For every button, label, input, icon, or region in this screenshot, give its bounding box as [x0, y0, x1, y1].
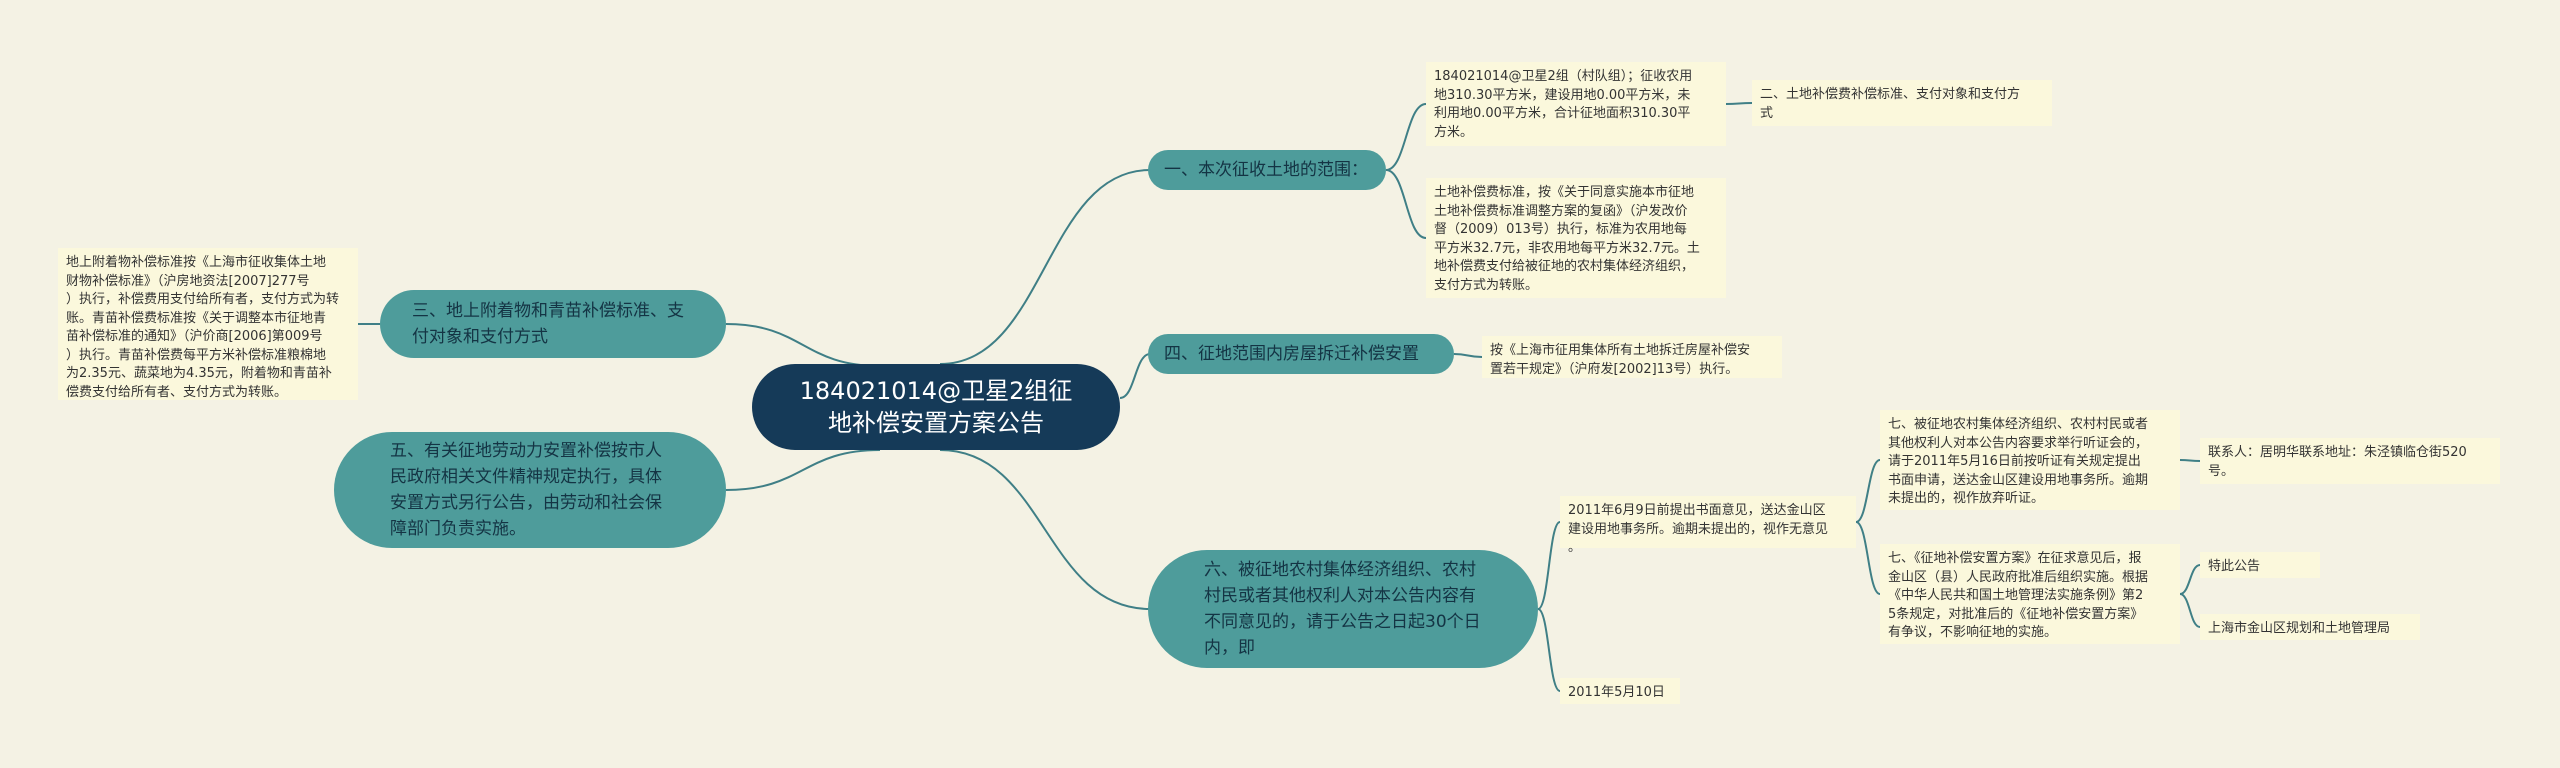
branch-land-scope-label: 一、本次征收土地的范围：	[1164, 160, 1368, 180]
leaf-notice-date[interactable]: 2011年5月10日	[1560, 678, 1680, 704]
branch-attachments-compensation[interactable]: 三、地上附着物和青苗补偿标准、支付对象和支付方式	[380, 290, 726, 358]
branch-labor-resettlement[interactable]: 五、有关征地劳动力安置补偿按市人民政府相关文件精神规定执行，具体安置方式另行公告…	[334, 432, 726, 548]
link-root-five	[725, 449, 881, 491]
link-six-date	[1537, 608, 1561, 692]
link-root-three	[725, 323, 881, 367]
link-scope-sec2	[1725, 102, 1753, 105]
link-four-housing	[1453, 353, 1483, 358]
link-root-one	[939, 169, 1151, 365]
link-one-scope	[1385, 103, 1427, 171]
link-sevenb-special	[2179, 564, 2201, 595]
leaf-contact[interactable]: 联系人：居明华联系地址：朱泾镇临仓街520 号。	[2200, 438, 2500, 484]
branch-housing-relocation[interactable]: 四、征地范围内房屋拆迁补偿安置	[1148, 334, 1454, 374]
link-seven-contact	[2179, 459, 2201, 462]
branch-housing-label: 四、征地范围内房屋拆迁补偿安置	[1164, 344, 1419, 364]
leaf-land-compensation[interactable]: 土地补偿费标准，按《关于同意实施本市征地 土地补偿费标准调整方案的复函》（沪发改…	[1426, 178, 1726, 298]
branch-attachments-label: 三、地上附着物和青苗补偿标准、支付对象和支付方式	[412, 301, 684, 347]
link-root-six	[939, 449, 1151, 610]
link-one-landcomp	[1385, 169, 1427, 239]
link-deadline-seven-a	[1855, 459, 1881, 523]
branch-objections-label: 六、被征地农村集体经济组织、农村村民或者其他权利人对本公告内容有不同意见的，请于…	[1204, 560, 1481, 658]
leaf-section-two[interactable]: 二、土地补偿费补偿标准、支付对象和支付方 式	[1752, 80, 2052, 126]
branch-objections[interactable]: 六、被征地农村集体经济组织、农村村民或者其他权利人对本公告内容有不同意见的，请于…	[1148, 550, 1538, 668]
leaf-issuing-bureau[interactable]: 上海市金山区规划和土地管理局	[2200, 614, 2420, 640]
link-six-deadline	[1537, 521, 1561, 610]
leaf-objection-deadline[interactable]: 2011年6月9日前提出书面意见，送达金山区 建设用地事务所。逾期未提出的，视作…	[1560, 496, 1856, 555]
branch-labor-label: 五、有关征地劳动力安置补偿按市人民政府相关文件精神规定执行，具体安置方式另行公告…	[390, 441, 662, 539]
leaf-scope-detail[interactable]: 184021014@卫星2组（村队组）；征收农用 地310.30平方米，建设用地…	[1426, 62, 1726, 146]
leaf-hearing-request[interactable]: 七、被征地农村集体经济组织、农村村民或者 其他权利人对本公告内容要求举行听证会的…	[1880, 410, 2180, 510]
root-topic-label: 184021014@卫星2组征地补偿安置方案公告	[799, 377, 1073, 437]
branch-land-scope[interactable]: 一、本次征收土地的范围：	[1148, 150, 1386, 190]
leaf-special-notice[interactable]: 特此公告	[2200, 552, 2320, 578]
root-topic[interactable]: 184021014@卫星2组征地补偿安置方案公告	[752, 364, 1120, 450]
link-deadline-seven-b	[1855, 521, 1881, 595]
link-root-four	[1119, 353, 1151, 399]
link-sevenb-bureau	[2179, 593, 2201, 628]
leaf-attachments-detail[interactable]: 地上附着物补偿标准按《上海市征收集体土地 财物补偿标准》（沪房地资法[2007]…	[58, 248, 358, 400]
leaf-housing-detail[interactable]: 按《上海市征用集体所有土地拆迁房屋补偿安 置若干规定》（沪府发[2002]13号…	[1482, 336, 1782, 378]
leaf-plan-approval[interactable]: 七、《征地补偿安置方案》在征求意见后，报 金山区（县）人民政府批准后组织实施。根…	[1880, 544, 2180, 644]
